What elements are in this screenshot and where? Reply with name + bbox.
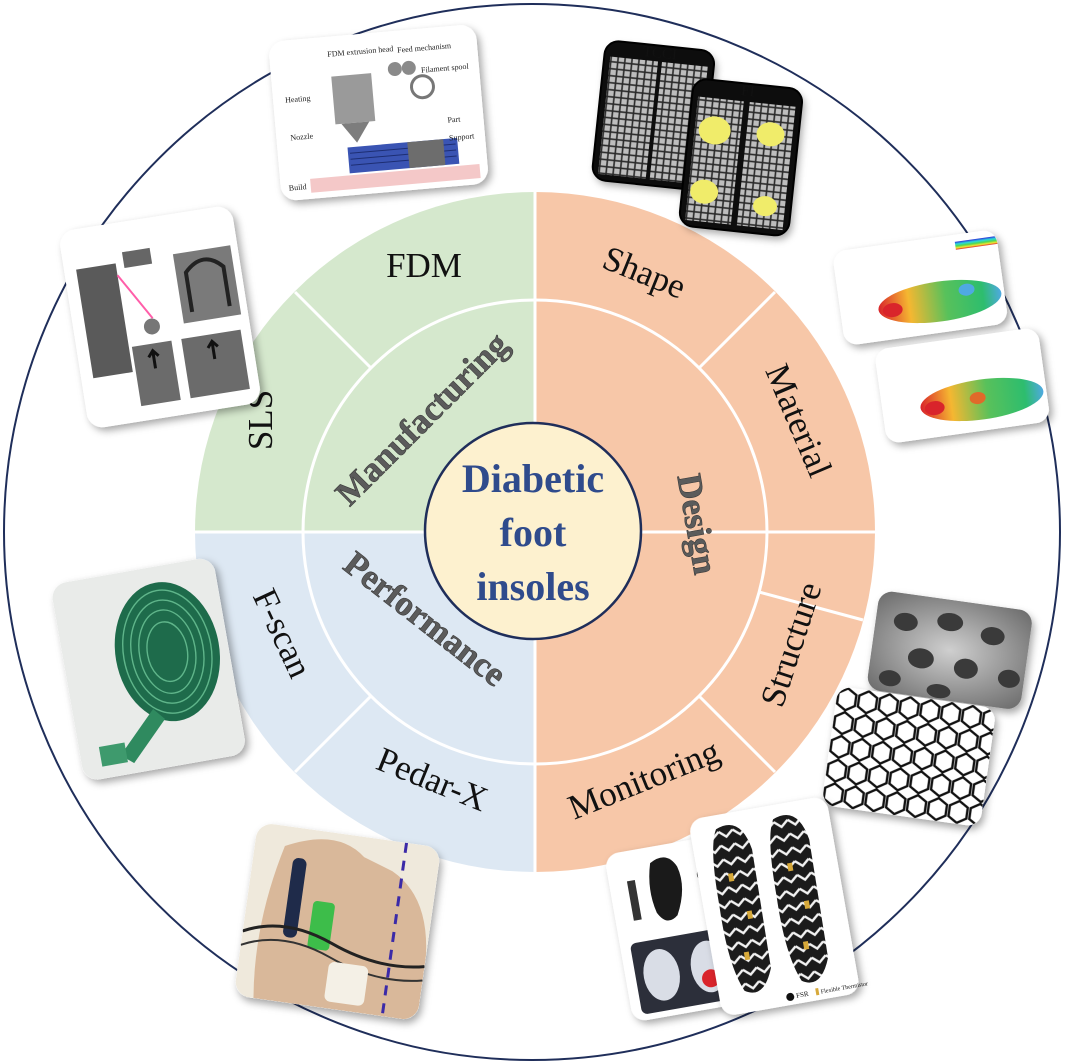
fdm-label-nozzle: Nozzle <box>290 131 314 142</box>
fscan-image <box>50 556 248 782</box>
fdm-label-heating: Heating <box>285 94 311 105</box>
fdm-image: FDM extrusion head Feed mechanism Filame… <box>268 23 490 202</box>
material-image <box>832 229 1051 445</box>
sensor-insoles-card: FSR Flexible Thermistor <box>690 797 868 1015</box>
monitoring-image: FSR Flexible Thermistor <box>606 797 868 1021</box>
divider-shape-material <box>697 290 777 370</box>
label-fi: FI <box>740 83 755 100</box>
center-circle <box>423 421 643 641</box>
fdm-label-part: Part <box>447 114 461 124</box>
center-title-line-1: Diabetic <box>462 456 604 501</box>
item-fdm: FDM <box>386 246 462 285</box>
extrusion-head-shape <box>331 73 376 125</box>
divider-fscan-pedar <box>293 694 373 774</box>
center-title-line-3: insoles <box>476 564 589 609</box>
structure-image <box>821 590 1034 828</box>
label-tcci: TCCI <box>642 44 678 63</box>
sls-image <box>58 204 263 430</box>
label-fsr: FSR <box>795 990 809 1000</box>
gyroid-lattice-card <box>866 590 1034 711</box>
divider-material-structure <box>758 590 864 622</box>
center-title-line-2: foot <box>500 510 567 555</box>
fdm-label-support: Support <box>449 131 476 142</box>
fdm-label-build: Build <box>288 182 306 193</box>
center-title: Diabetic foot insoles <box>462 456 604 609</box>
divider-fdm-sls <box>293 290 373 370</box>
pedar-x-image <box>233 822 442 1022</box>
heatmap-card-2 <box>874 327 1051 445</box>
monitoring-app-card <box>606 836 748 1021</box>
divider-structure-monitoring <box>697 694 777 774</box>
fi-card: FI <box>678 78 804 237</box>
fdm-label-spool: Filament spool <box>421 62 470 75</box>
hexagon-lattice-card <box>821 686 997 828</box>
heatmap-card-1 <box>832 229 1009 347</box>
shape-image: TCCI FI <box>591 40 804 237</box>
